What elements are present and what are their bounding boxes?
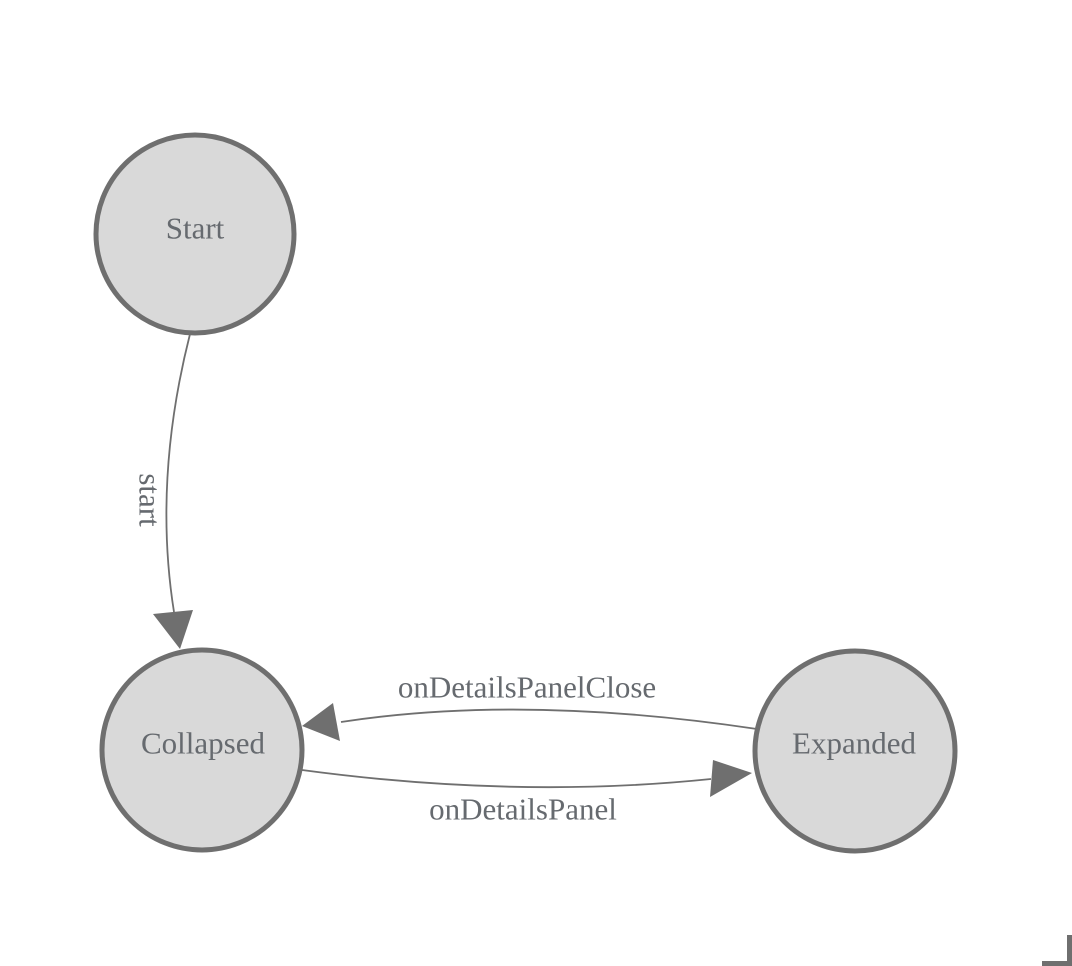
state-node-expanded-label: Expanded [792,726,916,761]
edge-start-arrowhead-icon [153,610,193,649]
state-node-expanded-circle[interactable] [752,648,958,854]
edge-start-line [165,333,191,613]
edge-ondetailspanel-arrowhead-icon [710,760,752,797]
edge-ondetailspanelclose-line [340,708,758,730]
edge-label-ondetailspanel[interactable]: onDetailsPanel [429,792,617,827]
state-node-start-label: Start [166,211,225,246]
edge-label-ondetailspanelclose[interactable]: onDetailsPanelClose [398,670,656,705]
edge-start: start [133,333,193,649]
edge-label-start[interactable]: start [133,473,168,527]
edge-ondetailspanel-line [301,769,712,789]
state-node-expanded[interactable]: Expanded [752,648,958,854]
state-node-collapsed-label: Collapsed [141,726,265,761]
canvas-corner-mark [1042,935,1072,966]
state-node-start[interactable]: Start [93,132,297,336]
state-node-collapsed[interactable]: Collapsed [99,647,305,853]
edge-ondetailspanelclose-arrowhead-icon [302,703,340,741]
edge-ondetailspanel: onDetailsPanel [301,760,752,827]
state-node-collapsed-circle[interactable] [99,647,305,853]
state-node-start-circle[interactable] [93,132,297,336]
edge-ondetailspanelclose: onDetailsPanelClose [302,670,758,741]
